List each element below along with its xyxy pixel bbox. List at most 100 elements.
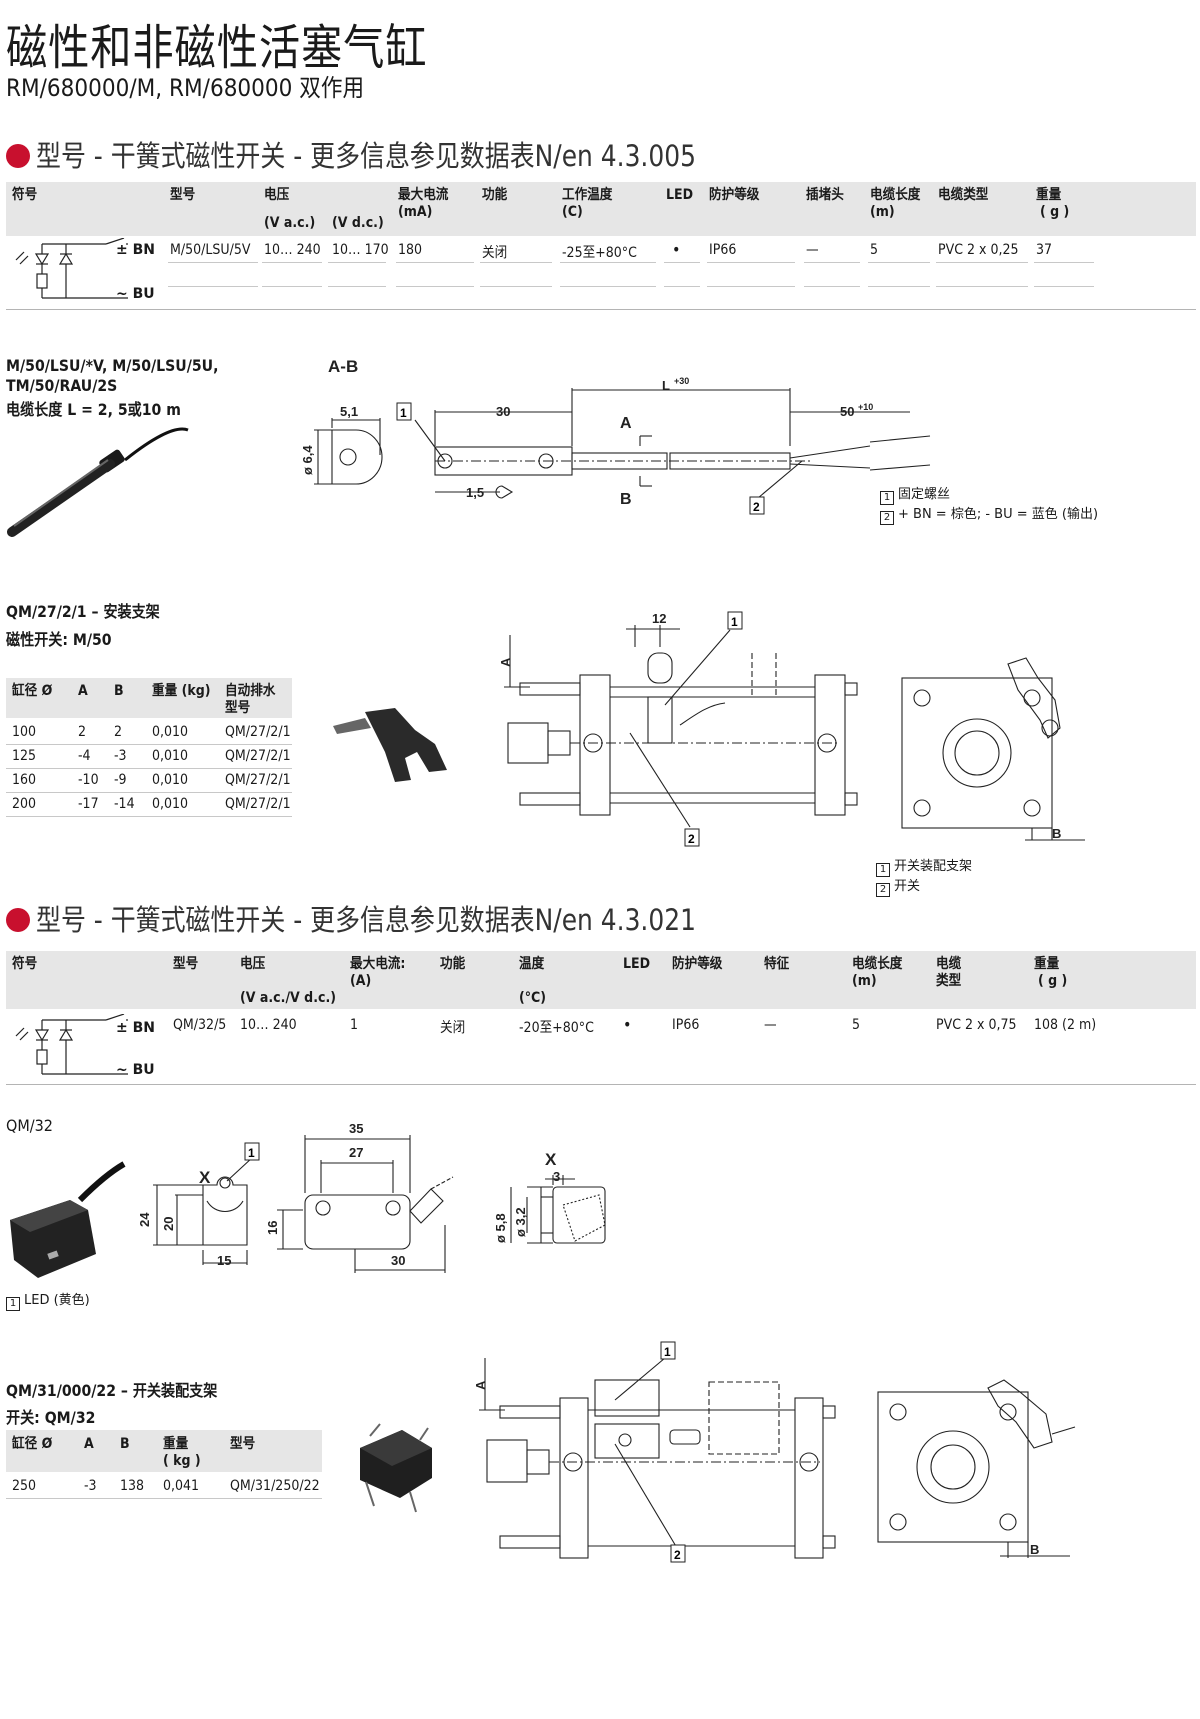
table3-cell-feature: — [764, 1017, 777, 1033]
table3-h-voltage: 电压 [240, 956, 266, 972]
table1-h-maxcurrent-unit: (mA) [398, 204, 433, 220]
table3-cell-model: QM/32/5 [173, 1017, 227, 1033]
svg-text:A: A [473, 1380, 488, 1390]
sensor1-photo [7, 427, 189, 537]
drawing-section-ab: A-B [328, 357, 358, 376]
table4-cell-bore: 250 [12, 1478, 37, 1494]
table1-cell-vdc: 10… 170 [332, 242, 389, 258]
table3-h-symbol: 符号 [12, 956, 38, 972]
svg-text:16: 16 [265, 1221, 280, 1235]
svg-text:ø 5,8: ø 5,8 [493, 1213, 508, 1243]
table3-cell-led: • [623, 1015, 632, 1034]
svg-text:ø 6,4: ø 6,4 [300, 445, 315, 475]
reed-switch-symbol-icon [15, 238, 128, 299]
table1-h-function: 功能 [482, 187, 508, 203]
sensor2-dimension-drawing: X 24 20 15 35 27 16 30 X 3 ø 5,8 ø 3,2 1 [137, 1121, 606, 1273]
svg-text:30: 30 [496, 404, 510, 419]
table2-cell-b: -9 [114, 772, 127, 788]
table1-cell-weight: 37 [1036, 242, 1053, 258]
table3-cell-function: 关闭 [440, 1020, 466, 1036]
table3-h-protection: 防护等级 [672, 956, 723, 972]
table2-h-a: A [78, 683, 88, 699]
table3-cell-cablelen: 5 [852, 1017, 861, 1033]
table2-cell-weight: 0,010 [152, 748, 189, 764]
svg-text:1: 1 [248, 1146, 255, 1160]
table4-h-a: A [84, 1436, 94, 1452]
table4-h-weight: 重量 [163, 1436, 189, 1452]
table3-h-maxcurrent-unit: (A) [350, 973, 372, 989]
svg-text:+10: +10 [858, 402, 873, 412]
table4-h-weight-unit: ( kg ) [163, 1453, 201, 1469]
table1-h-weight: 重量 [1036, 187, 1062, 203]
section-bullet [6, 144, 30, 168]
svg-text:1: 1 [731, 615, 738, 629]
bracket2-cylinder-end-view: B [877, 1379, 1076, 1558]
table4-h-b: B [120, 1436, 130, 1452]
table3-cell-voltage: 10… 240 [240, 1017, 297, 1033]
svg-text:2: 2 [674, 1548, 681, 1562]
table4-h-model: 型号 [230, 1436, 256, 1452]
svg-text:12: 12 [652, 611, 666, 626]
sensor2-photo [10, 1161, 126, 1278]
table3-h-feature: 特征 [764, 956, 790, 972]
svg-text:3: 3 [553, 1169, 560, 1184]
table2-cell-b: -14 [114, 796, 135, 812]
table2-cell-model: QM/27/2/1 [225, 772, 291, 788]
table1-h-voltage: 电压 [264, 187, 290, 203]
table2-row-divider [6, 768, 292, 769]
table3-h-weight: 重量 [1034, 956, 1060, 972]
svg-text:1,5: 1,5 [466, 485, 484, 500]
svg-text:30: 30 [391, 1253, 405, 1268]
table1-cell-vac: 10… 240 [264, 242, 321, 258]
table1-h-led: LED [666, 187, 694, 203]
table4-row-divider [6, 1498, 322, 1499]
table2-row-divider [6, 816, 292, 817]
table3-cell-weight: 108 (2 m) [1034, 1017, 1097, 1033]
table3-cell-protection: IP66 [672, 1017, 700, 1033]
table2-h-model: 自动排水 [225, 683, 276, 699]
table4-cell-model: QM/31/250/22 [230, 1478, 320, 1494]
table2-cell-b: 2 [114, 724, 123, 740]
table2-cell-model: QM/27/2/1 [225, 796, 291, 812]
table3-h-cabletype-2: 类型 [936, 973, 962, 989]
table2-cell-a: -17 [78, 796, 99, 812]
bracket1-cylinder-end-view: B [901, 657, 1085, 841]
table2-cell-bore: 200 [12, 796, 37, 812]
table4-cell-weight: 0,041 [163, 1478, 200, 1494]
table2-cell-weight: 0,010 [152, 724, 189, 740]
table1-cell-model: M/50/LSU/5V [170, 242, 251, 258]
svg-text:ø 3,2: ø 3,2 [513, 1207, 528, 1237]
svg-text:50: 50 [840, 404, 854, 419]
table2-cell-a: -4 [78, 748, 91, 764]
table2-cell-a: 2 [78, 724, 87, 740]
svg-text:2: 2 [753, 500, 760, 514]
table2-h-b: B [114, 683, 124, 699]
svg-text:L: L [662, 378, 670, 393]
table1-h-vac: (V a.c.) [264, 215, 316, 231]
table2-cell-model: QM/27/2/1 [225, 748, 291, 764]
table3-h-temp-unit: (°C) [519, 990, 547, 1006]
table4-header-bg [6, 1430, 322, 1472]
table1-cell-function: 关闭 [482, 245, 508, 261]
table2-cell-weight: 0,010 [152, 772, 189, 788]
table2-cell-bore: 125 [12, 748, 37, 764]
table2-cell-model: QM/27/2/1 [225, 724, 291, 740]
svg-text:1: 1 [664, 1345, 671, 1359]
table2-cell-bore: 100 [12, 724, 37, 740]
table1-cell-maxcurrent: 180 [398, 242, 423, 258]
table3-wire-bu: ~ BU [116, 1062, 155, 1078]
table3-h-cablelen: 电缆长度 [852, 956, 903, 972]
table3-h-cabletype: 电缆 [936, 956, 962, 972]
table1-wire-bn: ± BN [116, 242, 155, 258]
table3-wire-bn: ± BN [116, 1020, 155, 1036]
table1-h-symbol: 符号 [12, 187, 38, 203]
table1-h-weight-unit: ( g ) [1040, 204, 1070, 220]
table1-header-bg [6, 182, 1196, 236]
svg-text:B: B [620, 491, 632, 508]
svg-text:24: 24 [137, 1212, 152, 1227]
bracket1-photo [333, 708, 447, 782]
bracket2-photo [360, 1423, 432, 1513]
table1-h-cablelen: 电缆长度 [870, 187, 921, 203]
